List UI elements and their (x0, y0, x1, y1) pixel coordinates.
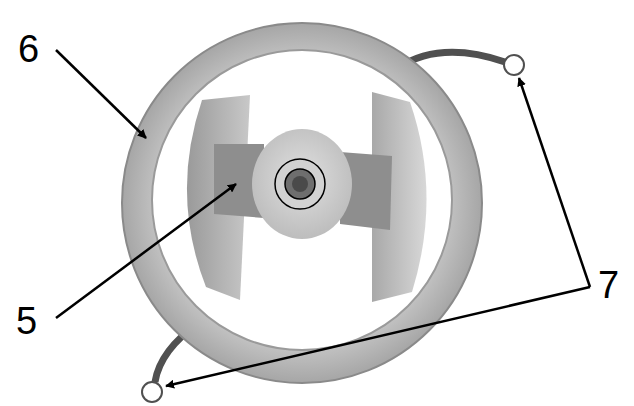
inner-disc (152, 50, 452, 350)
terminal (504, 55, 524, 75)
leader-line (519, 78, 590, 287)
callout-number: 6 (18, 30, 39, 68)
leader-line (166, 287, 590, 386)
shaft-ring (275, 159, 325, 209)
shaft (285, 169, 315, 199)
leader-line (56, 50, 146, 138)
callout-number: 7 (598, 266, 619, 304)
hub (252, 129, 352, 239)
callout-number: 5 (16, 302, 37, 340)
outer-ring (122, 23, 482, 383)
terminal (142, 382, 162, 402)
shaft-core (292, 176, 308, 192)
leader-line (56, 184, 236, 318)
